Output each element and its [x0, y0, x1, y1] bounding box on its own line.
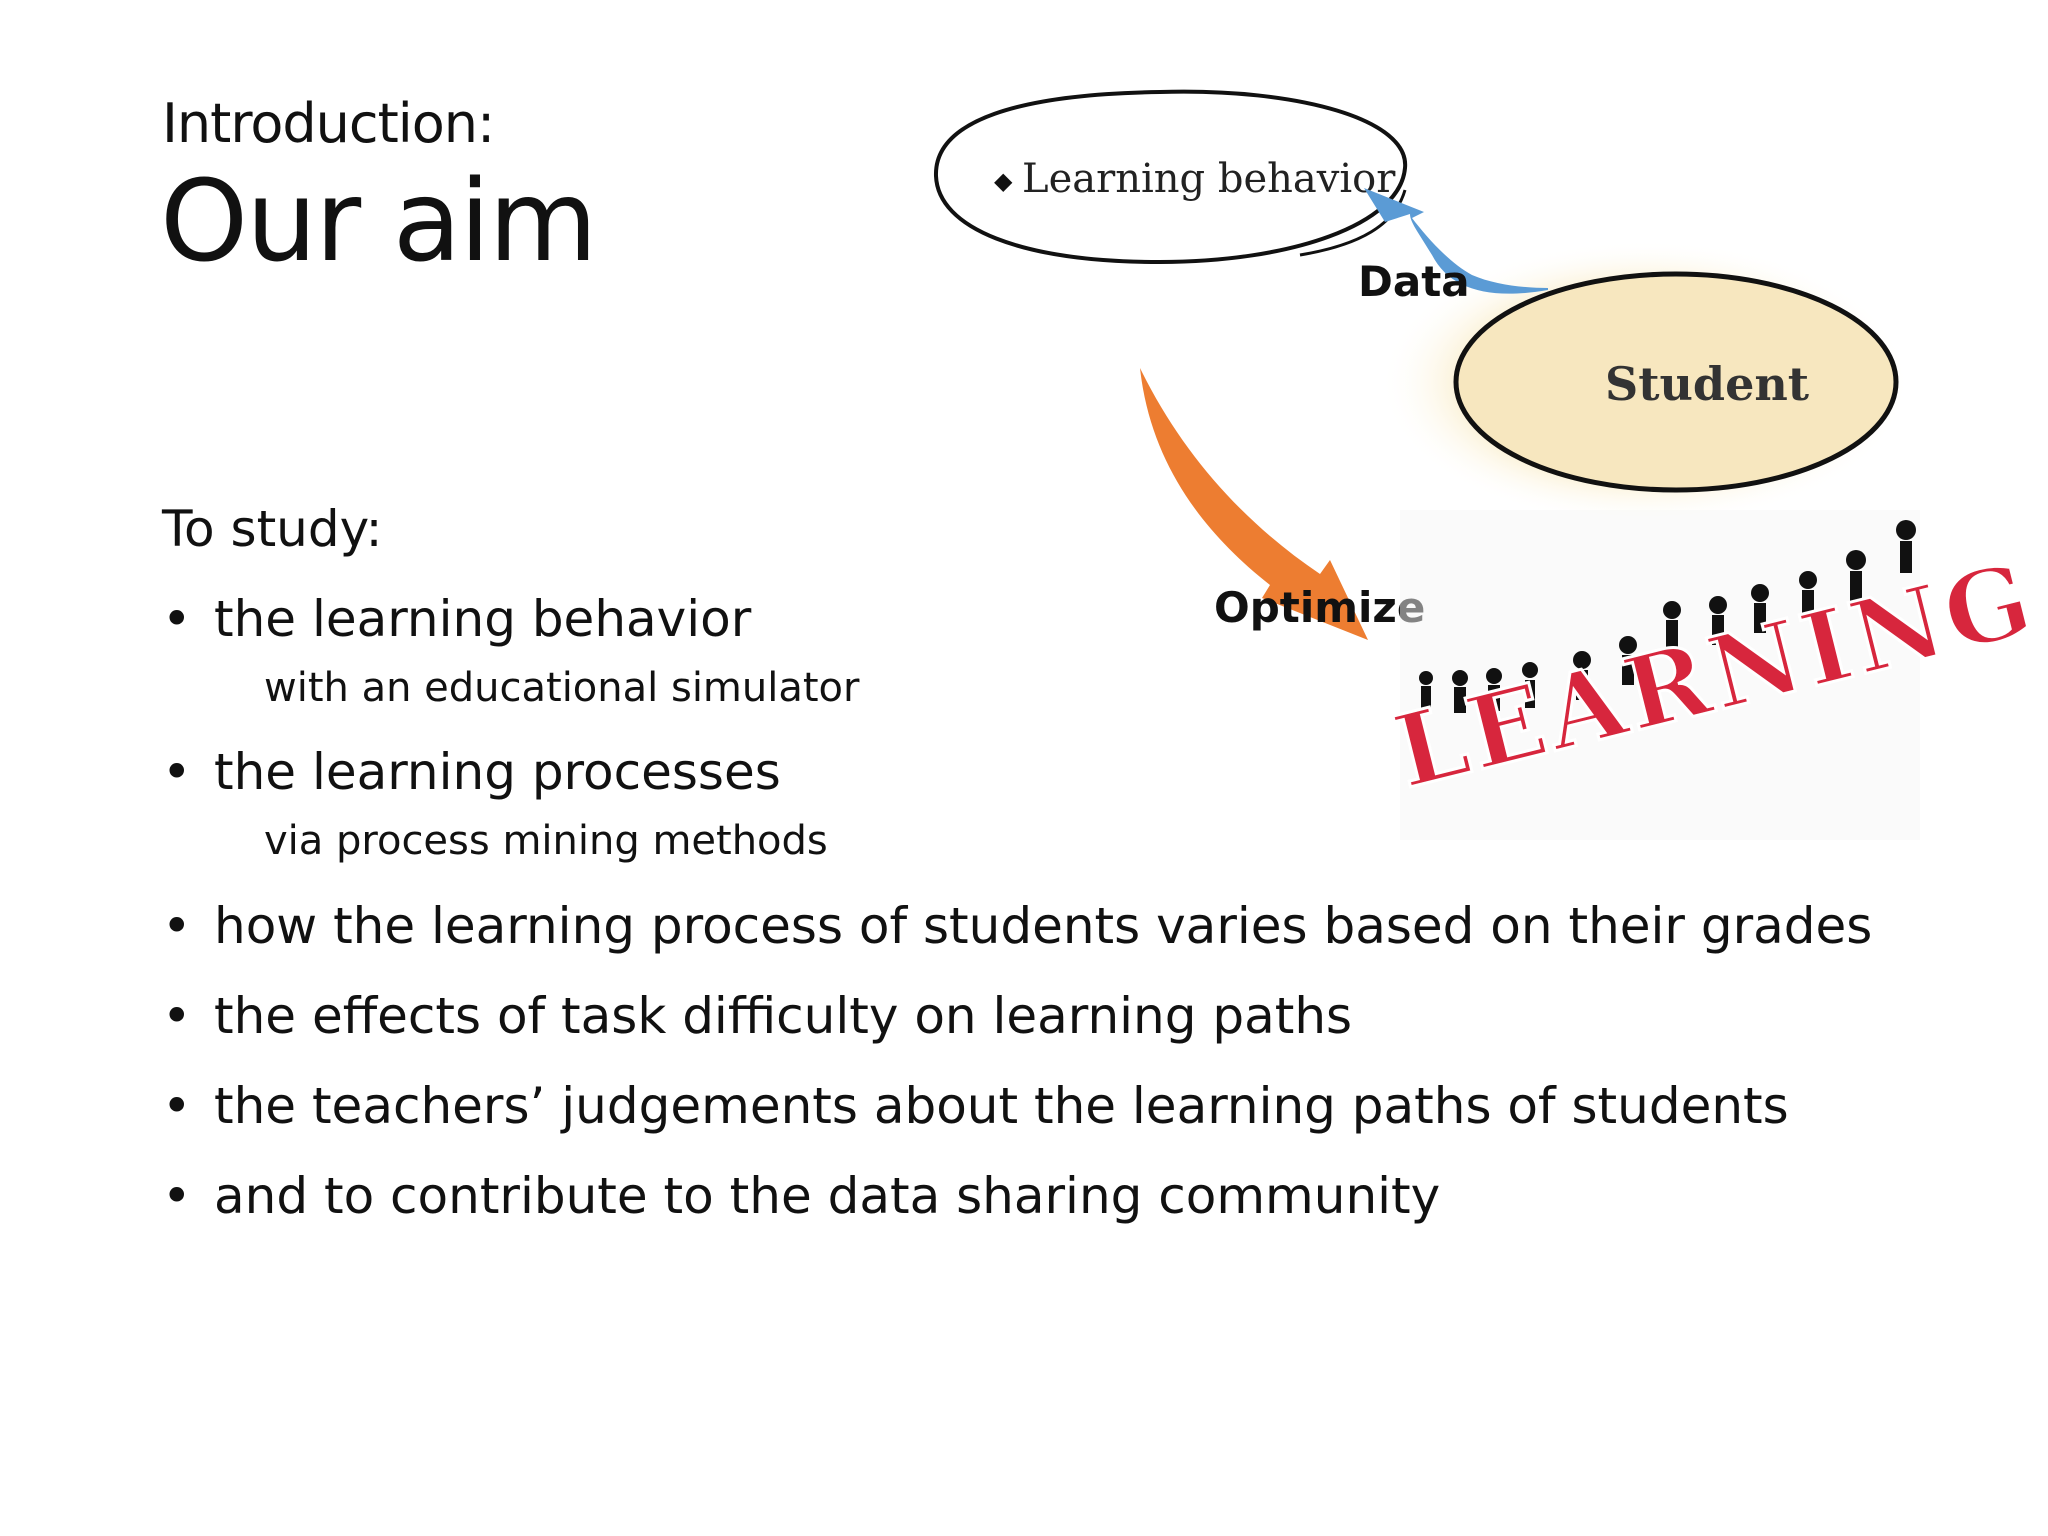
child-figure	[1751, 584, 1769, 602]
optimize-arrow-shape	[1140, 368, 1368, 640]
behavior-oval	[933, 89, 1408, 265]
child-figure	[1900, 541, 1912, 573]
oval-stroke-accent	[1299, 189, 1407, 257]
child-figure	[1754, 603, 1766, 633]
bullet-dot: •	[162, 897, 192, 955]
child-figure	[1846, 550, 1866, 570]
data-arrow-shape	[1364, 188, 1548, 294]
bullet-dot: •	[162, 743, 192, 801]
bullet-subtext: with an educational simulator	[264, 665, 860, 711]
slide-subtitle: Introduction:	[162, 92, 495, 155]
learning-behavior-node: ◆ Learning behavior	[933, 89, 1408, 265]
child-figure	[1663, 601, 1681, 619]
child-figure	[1850, 571, 1862, 603]
optimize-label: Optimize	[1214, 583, 1425, 632]
bullet-dot: •	[162, 1077, 192, 1135]
behavior-label: Learning behavior	[1022, 156, 1396, 202]
child-figure	[1619, 636, 1637, 654]
child-figure	[1573, 651, 1591, 669]
bullet-item: • the learning processes	[162, 743, 781, 801]
student-oval	[1453, 271, 1899, 493]
child-figure	[1622, 655, 1634, 685]
child-figure	[1486, 668, 1502, 684]
bullet-item: • the effects of task difficulty on learn…	[162, 987, 1352, 1045]
data-arrow: Data	[1358, 188, 1548, 306]
optimize-arrow: Optimize	[1140, 368, 1425, 640]
bullet-text: the teachers’ judgements about the learn…	[214, 1077, 1789, 1135]
child-figure	[1488, 685, 1500, 711]
lead-text: To study:	[162, 500, 383, 558]
bullet-item: • how the learning process of students va…	[162, 897, 1872, 955]
bullet-item: • the learning behavior	[162, 590, 751, 648]
behavior-marker: ◆	[994, 167, 1013, 195]
learning-banner-image: LEARNING	[1382, 510, 2048, 840]
student-node: Student	[1380, 240, 1910, 525]
bullet-dot: •	[162, 987, 192, 1045]
child-figure	[1576, 670, 1588, 700]
child-figure	[1452, 670, 1468, 686]
child-figure	[1666, 620, 1678, 650]
data-label: Data	[1358, 257, 1470, 306]
child-figure	[1419, 671, 1433, 685]
bullet-text: the learning behavior	[214, 590, 752, 648]
bullet-dot: •	[162, 590, 192, 648]
bullet-item: • and to contribute to the data sharing c…	[162, 1167, 1440, 1225]
child-figure	[1802, 590, 1814, 620]
child-figure	[1421, 686, 1431, 708]
child-figure	[1454, 687, 1466, 713]
child-figure	[1709, 596, 1727, 614]
bullet-subtext: via process mining methods	[264, 818, 828, 864]
slide-title: Our aim	[160, 157, 598, 287]
student-label: Student	[1605, 357, 1810, 411]
bullet-text: and to contribute to the data sharing co…	[214, 1167, 1441, 1225]
bullet-text: how the learning process of students var…	[214, 897, 1873, 955]
child-figure	[1525, 680, 1535, 708]
children-silhouettes	[1419, 520, 1916, 713]
child-figure	[1896, 520, 1916, 540]
child-figure	[1522, 662, 1538, 678]
child-figure	[1799, 571, 1817, 589]
bullet-text: the learning processes	[214, 743, 781, 801]
bullet-text: the effects of task difficulty on learni…	[214, 987, 1353, 1045]
bullet-item: • the teachers’ judgements about the lear…	[162, 1077, 1789, 1135]
bullet-dot: •	[162, 1167, 192, 1225]
child-figure	[1712, 615, 1724, 645]
